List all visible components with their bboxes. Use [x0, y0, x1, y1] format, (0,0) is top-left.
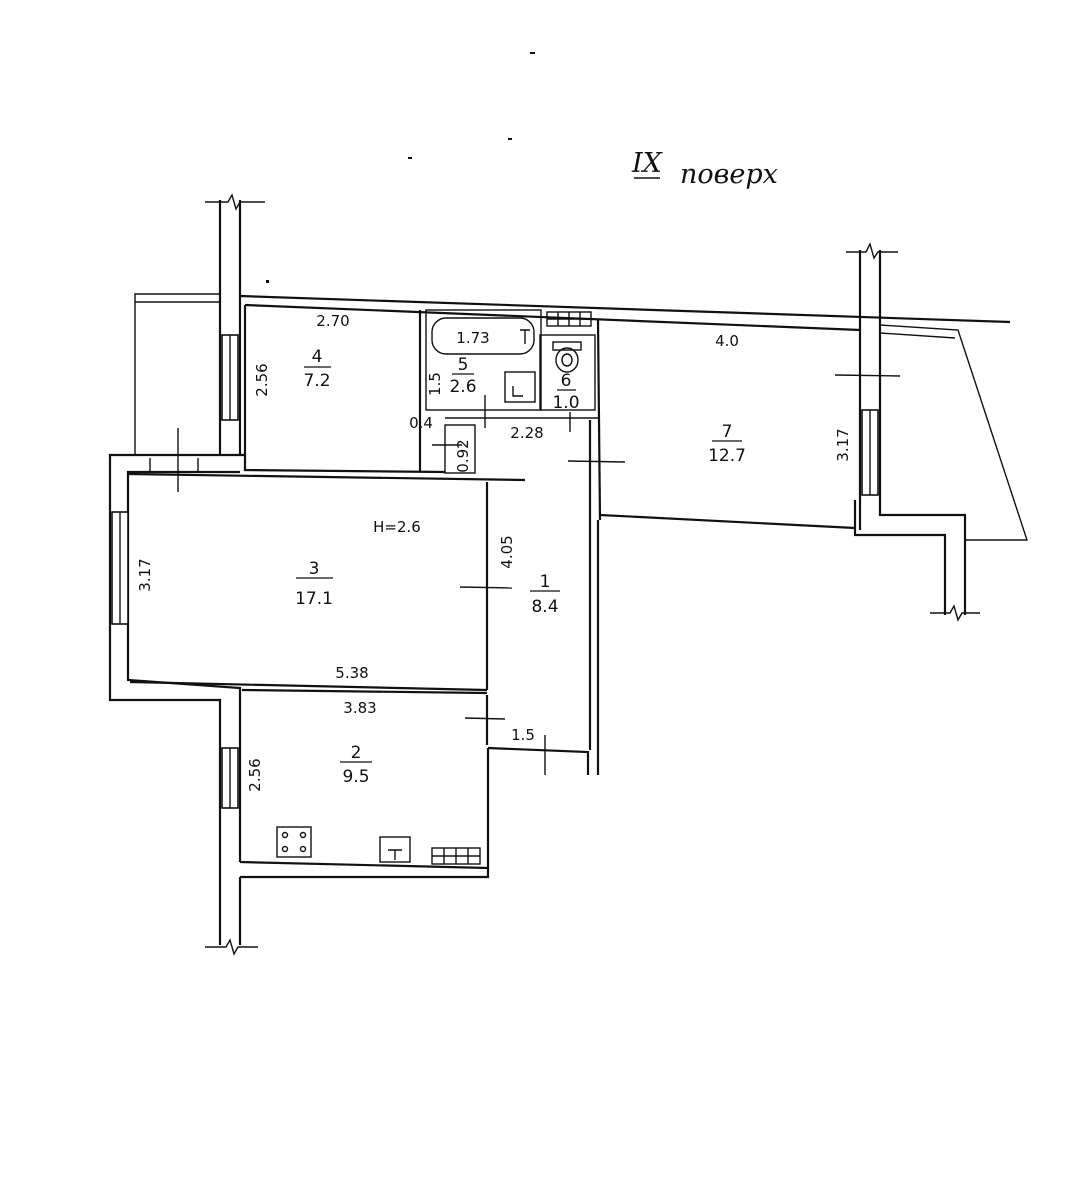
dim-room7-width: 4.0	[715, 332, 739, 350]
floor-heading: IX поверх	[631, 148, 778, 190]
dim-kitchen-depth: 2.56	[246, 758, 264, 791]
fixtures	[276, 311, 592, 865]
toilet-icon	[552, 341, 582, 373]
dim-room4-width: 2.70	[316, 312, 349, 330]
svg-text:4: 4	[312, 347, 323, 367]
dim-room3-depth: 3.17	[136, 558, 154, 591]
room-1-label: 1 8.4	[530, 572, 560, 617]
svg-text:2.6: 2.6	[449, 377, 476, 397]
kitchen-sink-icon	[379, 836, 411, 863]
svg-text:17.1: 17.1	[295, 589, 333, 609]
dim-bath-width: 1.73	[456, 329, 489, 347]
svg-text:2: 2	[351, 743, 362, 763]
windows	[111, 334, 879, 809]
exterior-walls	[108, 193, 1028, 956]
room-labels: 4 7.2 5 2.6 6 1.0 7 12.7 3 17.1 1 8.4	[295, 347, 746, 787]
dim-bath-depth: 1.5	[426, 372, 444, 396]
dim-room4-depth: 2.56	[253, 363, 271, 396]
door-markers	[177, 374, 901, 775]
svg-text:5: 5	[458, 355, 469, 375]
floor-numeral: IX	[631, 148, 664, 179]
dim-niche-b: 0.92	[454, 439, 472, 472]
svg-text:8.4: 8.4	[531, 597, 558, 617]
room-6-label: 6 1.0	[552, 371, 579, 413]
kitchen-radiator-icon	[431, 847, 481, 865]
room-5-label: 5 2.6	[449, 355, 476, 397]
room-2-label: 2 9.5	[340, 743, 372, 787]
floor-word: поверх	[680, 159, 778, 190]
stove-icon	[276, 826, 312, 858]
sink-icon	[504, 371, 536, 403]
svg-text:9.5: 9.5	[342, 767, 369, 787]
scan-specks	[266, 52, 535, 283]
svg-text:7.2: 7.2	[303, 371, 330, 391]
dim-niche-a: 0.4	[409, 414, 433, 432]
dim-hall-width: 2.28	[510, 424, 543, 442]
svg-text:1.0: 1.0	[552, 393, 579, 413]
svg-text:12.7: 12.7	[708, 446, 746, 466]
room-3-label: 3 17.1	[295, 559, 333, 609]
dim-kitchen-width: 3.83	[343, 699, 376, 717]
dim-room3-width: 5.38	[335, 664, 368, 682]
dim-room7-depth: 3.17	[834, 428, 852, 461]
room-7-label: 7 12.7	[708, 422, 746, 466]
svg-text:7: 7	[722, 422, 733, 442]
svg-text:6: 6	[561, 371, 572, 391]
svg-text:1: 1	[540, 572, 551, 592]
radiator-icon	[546, 311, 592, 327]
ceiling-height-label: H=2.6	[373, 518, 421, 536]
dim-hall-length: 4.05	[498, 535, 516, 568]
bathtub-icon	[431, 317, 535, 355]
dimension-labels: 2.70 2.56 1.73 1.5 4.0 3.17 2.28 0.4 0.9…	[136, 312, 852, 792]
svg-text:3: 3	[309, 559, 320, 579]
dim-corridor-width: 1.5	[511, 726, 535, 744]
room-4-label: 4 7.2	[303, 347, 331, 391]
partitions	[127, 305, 598, 750]
